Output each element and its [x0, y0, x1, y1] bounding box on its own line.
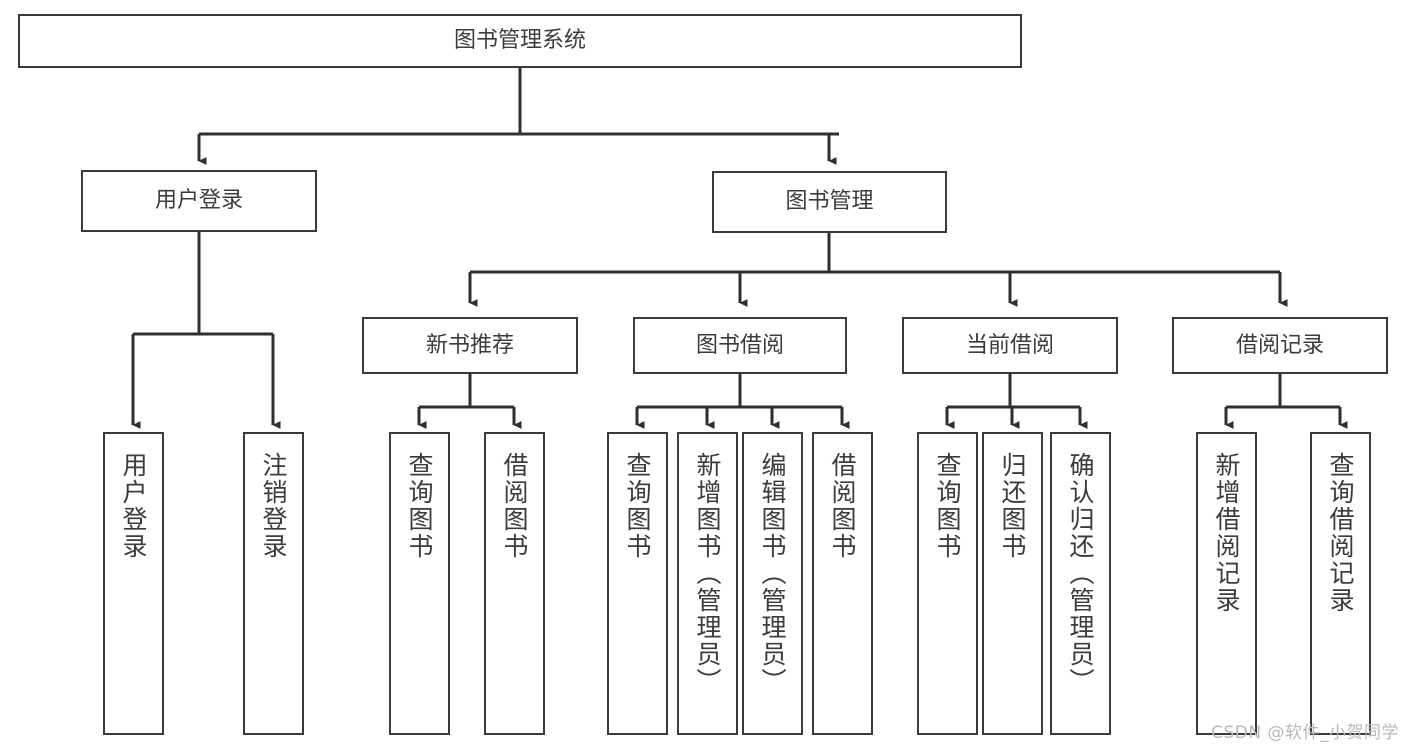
- leaf-query-borrow-record[interactable]: 查询借阅记录: [1310, 432, 1371, 735]
- leaf-borrow-book[interactable]: 借阅图书: [812, 432, 873, 735]
- leaf-edit-book[interactable]: 编辑图书（管理员）: [742, 432, 803, 735]
- node-label: 新书推荐: [425, 332, 514, 358]
- node-label: 借阅图书: [828, 452, 857, 560]
- node-label: 新增图书（管理员）: [693, 452, 722, 695]
- node-label: 图书借阅: [695, 332, 784, 358]
- node-label: 注销登录: [259, 452, 288, 560]
- node-label: 确认归还（管理员）: [1066, 452, 1095, 695]
- node-label: 查询借阅记录: [1326, 452, 1355, 614]
- node-label: 查询图书: [623, 452, 652, 560]
- node-label: 归还图书: [998, 452, 1027, 560]
- node-root-system[interactable]: 图书管理系统: [18, 14, 1022, 68]
- leaf-confirm-return[interactable]: 确认归还（管理员）: [1050, 432, 1111, 735]
- watermark-text: CSDN @软件_小贺同学: [1211, 723, 1399, 743]
- node-label: 编辑图书（管理员）: [758, 452, 787, 695]
- leaf-query-book-new-rec[interactable]: 查询图书: [389, 432, 450, 735]
- leaf-add-book[interactable]: 新增图书（管理员）: [677, 432, 738, 735]
- leaf-user-login[interactable]: 用户登录: [103, 432, 164, 735]
- node-book-manage[interactable]: 图书管理: [712, 171, 947, 233]
- node-label: 新增借阅记录: [1212, 452, 1241, 614]
- node-label: 图书管理: [785, 189, 874, 215]
- leaf-query-book-current[interactable]: 查询图书: [917, 432, 978, 735]
- node-label: 查询图书: [933, 452, 962, 560]
- node-label: 借阅记录: [1235, 332, 1324, 358]
- node-label: 查询图书: [405, 452, 434, 560]
- node-current-borrow[interactable]: 当前借阅: [902, 317, 1118, 374]
- node-label: 用户登录: [119, 452, 148, 560]
- leaf-logout-login[interactable]: 注销登录: [243, 432, 304, 735]
- node-new-book-rec[interactable]: 新书推荐: [362, 317, 578, 374]
- node-borrow-record[interactable]: 借阅记录: [1172, 317, 1388, 374]
- node-user-login[interactable]: 用户登录: [81, 170, 317, 232]
- leaf-query-book-borrow[interactable]: 查询图书: [607, 432, 668, 735]
- node-label: 借阅图书: [500, 452, 529, 560]
- node-label: 当前借阅: [965, 332, 1054, 358]
- node-label: 用户登录: [154, 188, 243, 214]
- leaf-borrow-book-new-rec[interactable]: 借阅图书: [484, 432, 545, 735]
- leaf-return-book[interactable]: 归还图书: [982, 432, 1043, 735]
- leaf-add-borrow-record[interactable]: 新增借阅记录: [1196, 432, 1257, 735]
- node-book-borrow[interactable]: 图书借阅: [633, 317, 847, 374]
- node-label: 图书管理系统: [453, 28, 586, 54]
